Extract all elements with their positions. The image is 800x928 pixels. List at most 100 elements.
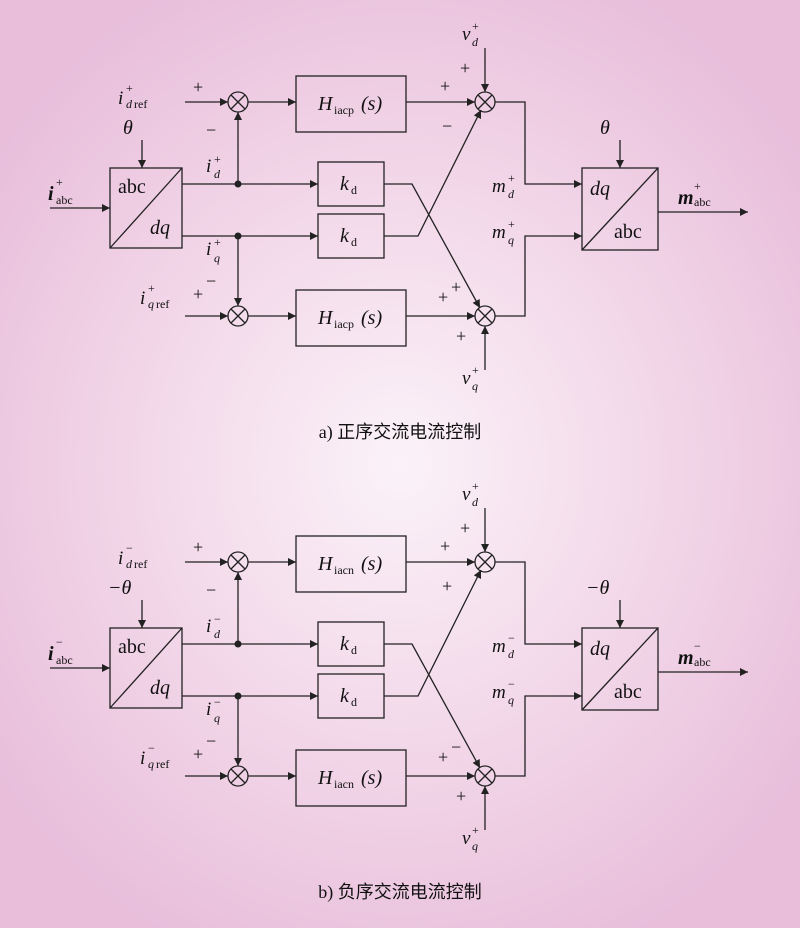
plus-sign: + bbox=[440, 536, 450, 556]
controller-label: H iacn (s) bbox=[317, 767, 382, 791]
svg-text:iacp: iacp bbox=[334, 103, 354, 117]
i-abc-label: i + abc bbox=[48, 175, 73, 207]
summing-junction bbox=[474, 305, 496, 327]
svg-text:(s): (s) bbox=[361, 307, 382, 329]
svg-text:ref: ref bbox=[134, 97, 147, 111]
svg-text:i: i bbox=[206, 616, 211, 637]
dq-label: dq bbox=[590, 178, 610, 200]
abc-label: abc bbox=[614, 221, 642, 243]
cross-coupling-line bbox=[384, 643, 481, 769]
m-d-label: m − d bbox=[492, 631, 515, 661]
svg-text:abc: abc bbox=[56, 653, 73, 667]
abc-label: abc bbox=[118, 636, 146, 658]
i-d-label: i + d bbox=[206, 152, 221, 181]
svg-text:−: − bbox=[214, 612, 221, 626]
svg-text:m: m bbox=[492, 176, 506, 197]
svg-text:i: i bbox=[206, 699, 211, 720]
summing-junction bbox=[474, 551, 496, 573]
svg-text:+: + bbox=[508, 217, 515, 231]
panel-a-positive-sequence: abc dq θ i + abc i + d i + q bbox=[48, 19, 748, 443]
svg-text:+: + bbox=[148, 281, 155, 295]
svg-text:i: i bbox=[118, 548, 123, 569]
svg-text:d: d bbox=[508, 187, 515, 201]
m-q-label: m − q bbox=[492, 677, 515, 707]
svg-text:m: m bbox=[492, 222, 506, 243]
theta-label: −θ bbox=[586, 577, 609, 599]
plus-sign: + bbox=[438, 287, 448, 307]
svg-text:−: − bbox=[56, 635, 63, 649]
svg-text:v: v bbox=[462, 368, 471, 389]
v-q-label: v + q bbox=[462, 823, 479, 853]
svg-text:v: v bbox=[462, 828, 471, 849]
svg-text:i: i bbox=[206, 156, 211, 177]
svg-text:+: + bbox=[694, 179, 701, 193]
svg-text:v: v bbox=[462, 484, 471, 505]
svg-text:−: − bbox=[508, 631, 515, 645]
svg-text:i: i bbox=[206, 239, 211, 260]
svg-text:iacp: iacp bbox=[334, 317, 354, 331]
svg-text:i: i bbox=[140, 288, 145, 309]
i-q-label: i + q bbox=[206, 235, 221, 265]
svg-text:iacn: iacn bbox=[334, 777, 354, 791]
svg-text:k: k bbox=[340, 173, 350, 195]
svg-text:−: − bbox=[126, 541, 133, 555]
i-qref-label: i − q ref bbox=[140, 741, 169, 771]
i-dref-label: i − d ref bbox=[118, 541, 147, 571]
svg-text:−: − bbox=[148, 741, 155, 755]
v-d-label: v + d bbox=[462, 19, 479, 49]
plus-sign: + bbox=[460, 58, 470, 78]
theta-label: −θ bbox=[108, 577, 131, 599]
svg-text:abc: abc bbox=[694, 195, 711, 209]
controller-label: H iacn (s) bbox=[317, 553, 382, 577]
svg-text:H: H bbox=[317, 307, 334, 329]
controller-label: H iacp (s) bbox=[317, 307, 382, 331]
svg-text:q: q bbox=[472, 839, 478, 853]
kd-label: k d bbox=[340, 225, 357, 249]
controller-label: H iacp (s) bbox=[317, 93, 382, 117]
caption-a: a) 正序交流电流控制 bbox=[319, 422, 481, 443]
plus-sign: + bbox=[456, 326, 466, 346]
svg-text:k: k bbox=[340, 685, 350, 707]
m-d-line bbox=[495, 101, 582, 188]
kd-label: k d bbox=[340, 633, 357, 657]
plus-sign: + bbox=[438, 747, 448, 767]
i-q-label: i − q bbox=[206, 695, 221, 725]
transform-diagonal bbox=[581, 627, 659, 711]
svg-text:i: i bbox=[48, 183, 54, 205]
svg-text:+: + bbox=[472, 19, 479, 33]
svg-text:m: m bbox=[492, 682, 506, 703]
m-q-label: m + q bbox=[492, 217, 515, 247]
svg-text:ref: ref bbox=[156, 757, 169, 771]
caption-b: b) 负序交流电流控制 bbox=[318, 882, 482, 903]
svg-text:(s): (s) bbox=[361, 93, 382, 115]
svg-text:q: q bbox=[214, 711, 220, 725]
svg-text:m: m bbox=[678, 187, 694, 209]
transform-diagonal bbox=[581, 167, 659, 251]
v-q-label: v + q bbox=[462, 363, 479, 393]
minus-sign: − bbox=[206, 120, 216, 140]
summing-junction bbox=[227, 551, 249, 573]
svg-text:k: k bbox=[340, 633, 350, 655]
svg-text:d: d bbox=[351, 183, 357, 197]
current-controller-block bbox=[295, 75, 407, 133]
svg-text:ref: ref bbox=[134, 557, 147, 571]
plus-sign: + bbox=[193, 537, 203, 557]
v-d-label: v + d bbox=[462, 479, 479, 509]
m-q-line bbox=[495, 232, 582, 317]
plus-sign: + bbox=[451, 277, 461, 297]
kd-label: k d bbox=[340, 173, 357, 197]
panel-b-negative-sequence: abc dq −θ i − abc i − d i − q bbox=[48, 479, 748, 903]
svg-text:(s): (s) bbox=[361, 553, 382, 575]
summing-junction bbox=[474, 765, 496, 787]
current-controller-block bbox=[295, 535, 407, 593]
svg-text:d: d bbox=[351, 695, 357, 709]
svg-text:+: + bbox=[214, 152, 221, 166]
cross-coupling-line bbox=[384, 569, 482, 697]
svg-text:q: q bbox=[148, 297, 154, 311]
svg-text:i: i bbox=[48, 643, 54, 665]
dq-label: dq bbox=[590, 638, 610, 660]
minus-sign: − bbox=[206, 731, 216, 751]
plus-sign: + bbox=[440, 76, 450, 96]
i-dref-label: i + d ref bbox=[118, 81, 147, 111]
